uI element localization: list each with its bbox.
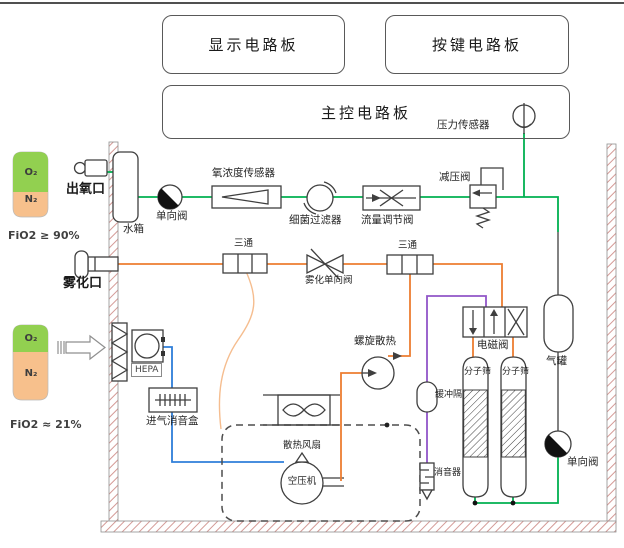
o2-n2-cylinder-bottom: [12, 324, 49, 401]
muffler: [419, 462, 435, 501]
muffler-label: 消音器: [434, 468, 462, 478]
relief-valve-label: 减压阀: [439, 171, 471, 183]
nebulizer-check-valve: [306, 248, 344, 281]
nebulizer-port: [74, 250, 119, 279]
check-valve-top-label: 单向阀: [156, 210, 188, 222]
air-line-orange: [118, 263, 514, 481]
solenoid-valve: [462, 306, 528, 338]
hepa-label: HEPA: [131, 363, 163, 377]
fio2-low-label: FiO2 ≈ 21%: [10, 418, 82, 431]
flow-regulating-valve: [362, 185, 421, 211]
compressor-enclosure-dashed: [221, 422, 421, 522]
hepa-filter: [131, 329, 165, 363]
display-board-box: 显示电路板: [162, 15, 345, 74]
molecular-sieve-right: [500, 356, 527, 498]
oxygen-concentration-sensor: [211, 185, 282, 209]
tee-fitting-1: [222, 253, 268, 274]
exhaust-line-purple: [426, 295, 487, 463]
nebulizer-port-label: 雾化口: [63, 276, 103, 291]
cooling-fan-label: 散热风扇: [283, 440, 322, 451]
pressure-reducing-valve: [469, 167, 504, 229]
buffer-label: 缓冲隔: [435, 390, 463, 400]
wall-intake-filter: [110, 322, 129, 382]
spiral-heat-label: 螺旋散热: [354, 335, 396, 347]
water-tank-label: 水箱: [123, 223, 144, 235]
gas-tank: [543, 294, 574, 353]
buffer-capsule: [416, 381, 438, 413]
tee2-label: 三通: [398, 240, 418, 251]
compressor-label: 空压机: [287, 476, 317, 487]
bacteria-filter: [303, 181, 337, 215]
sieve-left-label: 分子筛: [464, 367, 492, 377]
tee1-label: 三通: [234, 238, 254, 249]
check-valve-bottom: [544, 430, 572, 458]
cylinder-bottom-o2-label: O₂: [24, 333, 38, 344]
flow-valve-label: 流量调节阀: [361, 214, 414, 226]
display-board-label: 显示电路板: [208, 36, 299, 54]
oxygen-outlet-label: 出氧口: [66, 182, 106, 197]
molecular-sieve-left: [462, 356, 489, 498]
water-tank: [112, 151, 139, 223]
fio2-high-label: FiO2 ≥ 90%: [8, 229, 80, 242]
solenoid-valve-label: 电磁阀: [477, 339, 509, 351]
check-valve-top: [157, 184, 183, 210]
tee-tube-curve: [218, 268, 255, 430]
tee-fitting-2: [386, 254, 434, 275]
pipe-junction-dot: [472, 500, 478, 506]
pressure-sensor-label: 压力传感器: [437, 119, 490, 131]
air-compressor: [280, 451, 324, 505]
oxygen-outlet-port: [73, 159, 108, 177]
main-board-label: 主控电路板: [320, 103, 411, 122]
spiral-heat-exchanger: [361, 352, 402, 390]
bacteria-filter-label: 细菌过滤器: [289, 214, 342, 226]
cylinder-top-o2-label: O₂: [24, 167, 38, 178]
gas-tank-label: 气罐: [546, 355, 567, 367]
intake-silencer-label: 进气消音盒: [146, 415, 199, 427]
main-board-box: 主控电路板: [162, 85, 570, 139]
keypad-board-box: 按键电路板: [385, 15, 569, 74]
check-valve-bottom-label: 单向阀: [567, 456, 599, 468]
intake-silencer-box: [148, 387, 198, 413]
keypad-board-label: 按键电路板: [431, 36, 522, 54]
pipe-junction-dot: [510, 500, 516, 506]
air-inflow-arrow: [57, 334, 106, 361]
pressure-sensor-icon: [512, 104, 536, 129]
cylinder-bottom-n2-label: N₂: [24, 368, 38, 379]
nebulizer-check-valve-label: 雾化单向阀: [305, 275, 353, 286]
o2-n2-cylinder-top: [12, 151, 49, 218]
cooling-fan: [263, 394, 340, 426]
cylinder-top-n2-label: N₂: [24, 194, 38, 205]
oxygen-sensor-label: 氧浓度传感器: [212, 167, 275, 179]
sieve-right-label: 分子筛: [502, 367, 530, 377]
